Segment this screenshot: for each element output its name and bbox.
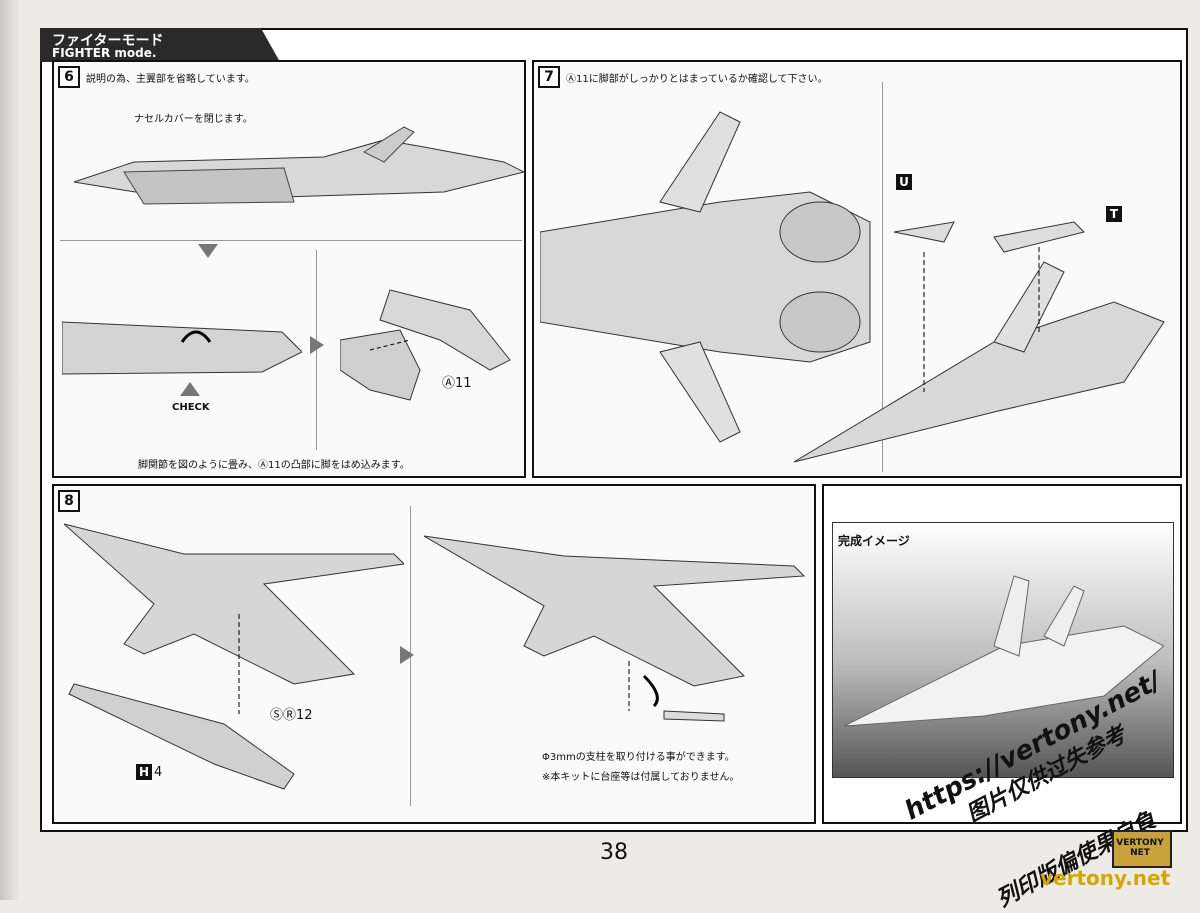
page-number: 38 — [600, 840, 628, 865]
complete-title: 完成イメージ — [838, 534, 910, 548]
step7-panel: 7 Ⓐ11に脚部がしっかりとはまっているか確認して下さい。 U T — [532, 60, 1182, 478]
part-t-label: T — [1106, 206, 1122, 222]
step8-panel: 8 ⓈⓇ12 H 4 Φ3mmの支柱を取り付ける事ができます。 ※本キットに台座… — [52, 484, 816, 824]
step6-panel: 6 説明の為、主翼部を省略しています。 ナセルカバーを閉じます。 CHECK Ⓐ… — [52, 60, 526, 478]
complete-fighter-photo — [844, 575, 1164, 727]
watermark-site: vertony.net — [1040, 866, 1171, 890]
step7-underside-illustration — [540, 111, 871, 443]
step8-stand-note: Φ3mmの支柱を取り付ける事ができます。 — [542, 752, 735, 763]
step6-instruction: 脚関節を図のように畳み、Ⓐ11の凸部に脚をはめ込みます。 — [138, 460, 410, 471]
step6-note: 説明の為、主翼部を省略しています。 — [86, 74, 255, 85]
binding-spine — [0, 0, 22, 900]
step7-fighter-iso-illustration — [794, 221, 1165, 463]
step6-fighter-side-illustration — [73, 126, 524, 205]
step6-check-label: CHECK — [172, 402, 210, 413]
step8-right-arrow — [400, 646, 414, 664]
step8-sr-part-label: ⓈⓇ12 — [270, 708, 313, 723]
step6-right-arrow — [310, 336, 324, 354]
step6-part-label: Ⓐ11 — [442, 376, 472, 391]
step6-nacelle-text: ナセルカバーを閉じます。 — [134, 114, 253, 125]
step8-number: 8 — [58, 490, 80, 512]
complete-panel: 完成イメージ — [822, 484, 1182, 824]
step6-leg-closeup-illustration — [340, 289, 511, 401]
step8-h-part-label: H — [136, 764, 152, 780]
part-u-label: U — [896, 174, 912, 190]
step6-divider-h — [60, 240, 522, 241]
header-title-en: FIGHTER mode. — [52, 46, 157, 60]
step7-divider-v — [882, 82, 883, 472]
step7-instruction: Ⓐ11に脚部がしっかりとはまっているか確認して下さい。 — [566, 74, 828, 85]
step8-h-part-number: 4 — [154, 765, 163, 780]
step6-number: 6 — [58, 66, 80, 88]
header-title-jp: ファイターモード — [52, 33, 164, 49]
step6-down-arrow — [198, 244, 218, 258]
watermark-logo-text: VERTONY NET — [1116, 838, 1164, 858]
step8-kit-note: ※本キットに台座等は付属しておりません。 — [542, 772, 740, 783]
watermark-logo — [1112, 830, 1172, 868]
header-banner — [40, 28, 280, 62]
step6-leg-fold-illustration — [62, 321, 302, 375]
step8-fighter-pre-illustration — [64, 523, 404, 790]
check-arrow-icon — [180, 382, 200, 396]
step7-number: 7 — [538, 66, 560, 88]
step8-fighter-post-illustration — [424, 535, 806, 722]
